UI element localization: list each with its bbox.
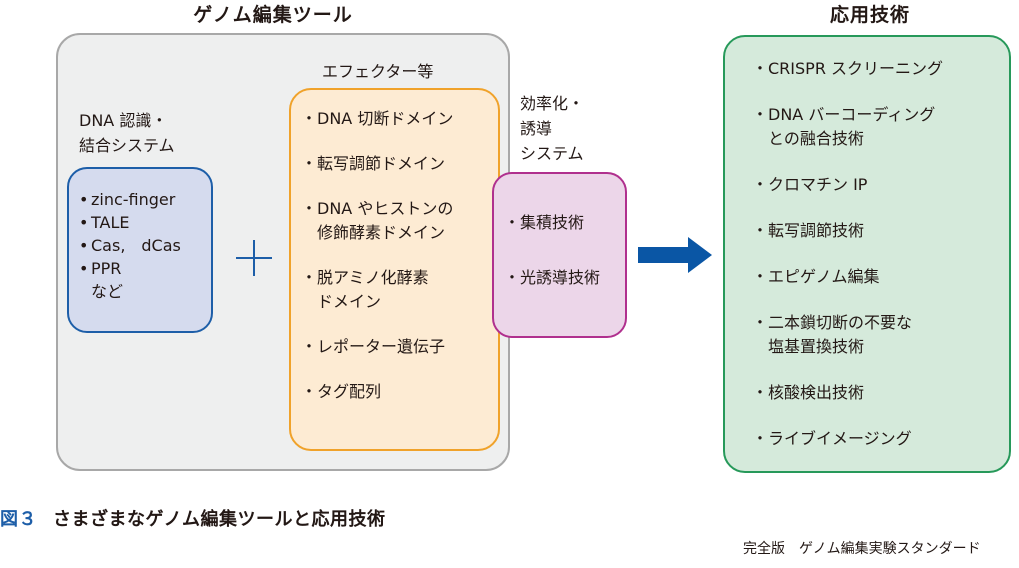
effector-item: ・DNA 切断ドメイン xyxy=(301,107,498,131)
efficiency-label: 効率化・ 誘導 システム xyxy=(520,94,585,163)
application-item: ・ライブイメージング xyxy=(752,427,1009,451)
bullet-icon: ・ xyxy=(752,221,769,240)
bullet-icon: • xyxy=(79,236,89,255)
bullet-icon: ・ xyxy=(301,109,318,128)
tools-section-title: ゲノム編集ツール xyxy=(193,4,353,26)
dna-recognition-label-line1: DNA 認識・ xyxy=(79,111,168,130)
application-item: ・エピゲノム編集 xyxy=(752,265,1009,289)
bullet-icon: ・ xyxy=(504,213,521,232)
effector-item: ・転写調節ドメイン xyxy=(301,152,498,176)
figure-caption: 図３ さまざまなゲノム編集ツールと応用技術 xyxy=(0,505,385,531)
plus-icon xyxy=(236,240,272,276)
bullet-icon: ・ xyxy=(752,429,769,448)
application-item: ・DNA バーコーディング との融合技術 xyxy=(752,105,936,148)
dna-recognition-item: •zinc-finger xyxy=(79,190,176,209)
right-arrow-icon xyxy=(638,237,712,273)
dna-recognition-item: •Cas, dCas xyxy=(79,236,181,255)
bullet-icon: ・ xyxy=(301,154,318,173)
bullet-icon: ・ xyxy=(752,383,769,402)
bullet-icon: ・ xyxy=(752,313,769,332)
right-arrow-shape xyxy=(638,237,712,273)
applications-box: ・CRISPR スクリーニング ・DNA バーコーディング との融合技術 ・クロ… xyxy=(723,35,1011,473)
bullet-icon: ・ xyxy=(301,268,318,287)
effector-box: ・DNA 切断ドメイン ・転写調節ドメイン ・DNA やヒストンの 修飾酵素ドメ… xyxy=(289,88,500,451)
bullet-icon: ・ xyxy=(301,199,318,218)
dna-recognition-label-line2: 結合システム xyxy=(79,136,175,155)
bullet-icon: ・ xyxy=(752,105,769,124)
application-item: ・CRISPR スクリーニング xyxy=(752,57,1009,81)
application-item: ・クロマチン IP xyxy=(752,173,1009,197)
efficiency-item: ・集積技術 xyxy=(504,211,625,235)
book-title-footer: 完全版 ゲノム編集実験スタンダード xyxy=(743,541,981,557)
figure-caption-text: さまざまなゲノム編集ツールと応用技術 xyxy=(53,509,386,530)
application-item: ・核酸検出技術 xyxy=(752,381,1009,405)
bullet-icon: • xyxy=(79,190,89,209)
bullet-icon: ・ xyxy=(752,267,769,286)
dna-recognition-label: DNA 認識・ 結合システム xyxy=(79,108,175,158)
dna-recognition-box: •zinc-finger •TALE •Cas, dCas •PPR など xyxy=(67,167,213,333)
efficiency-item: ・光誘導技術 xyxy=(504,266,625,290)
dna-recognition-item: •PPR xyxy=(79,259,122,278)
effector-item: ・脱アミノ化酵素 ドメイン xyxy=(301,268,429,311)
effector-label: エフェクター等 xyxy=(322,62,434,81)
dna-recognition-item: •TALE xyxy=(79,213,130,232)
dna-recognition-suffix: など xyxy=(91,282,124,301)
bullet-icon: ・ xyxy=(504,268,521,287)
bullet-icon: • xyxy=(79,259,89,278)
bullet-icon: ・ xyxy=(301,382,318,401)
effector-item: ・タグ配列 xyxy=(301,380,498,404)
applications-section-title: 応用技術 xyxy=(829,4,910,26)
application-item: ・転写調節技術 xyxy=(752,219,1009,243)
bullet-icon: ・ xyxy=(752,59,769,78)
effector-item: ・レポーター遺伝子 xyxy=(301,335,498,359)
bullet-icon: • xyxy=(79,213,89,232)
efficiency-box: ・集積技術 ・光誘導技術 xyxy=(492,172,627,338)
figure-number: 図３ xyxy=(0,509,37,530)
application-item: ・二本鎖切断の不要な 塩基置換技術 xyxy=(752,313,913,356)
bullet-icon: ・ xyxy=(752,175,769,194)
bullet-icon: ・ xyxy=(301,337,318,356)
plus-icon-vertical xyxy=(253,240,255,276)
effector-item: ・DNA やヒストンの 修飾酵素ドメイン xyxy=(301,199,454,242)
